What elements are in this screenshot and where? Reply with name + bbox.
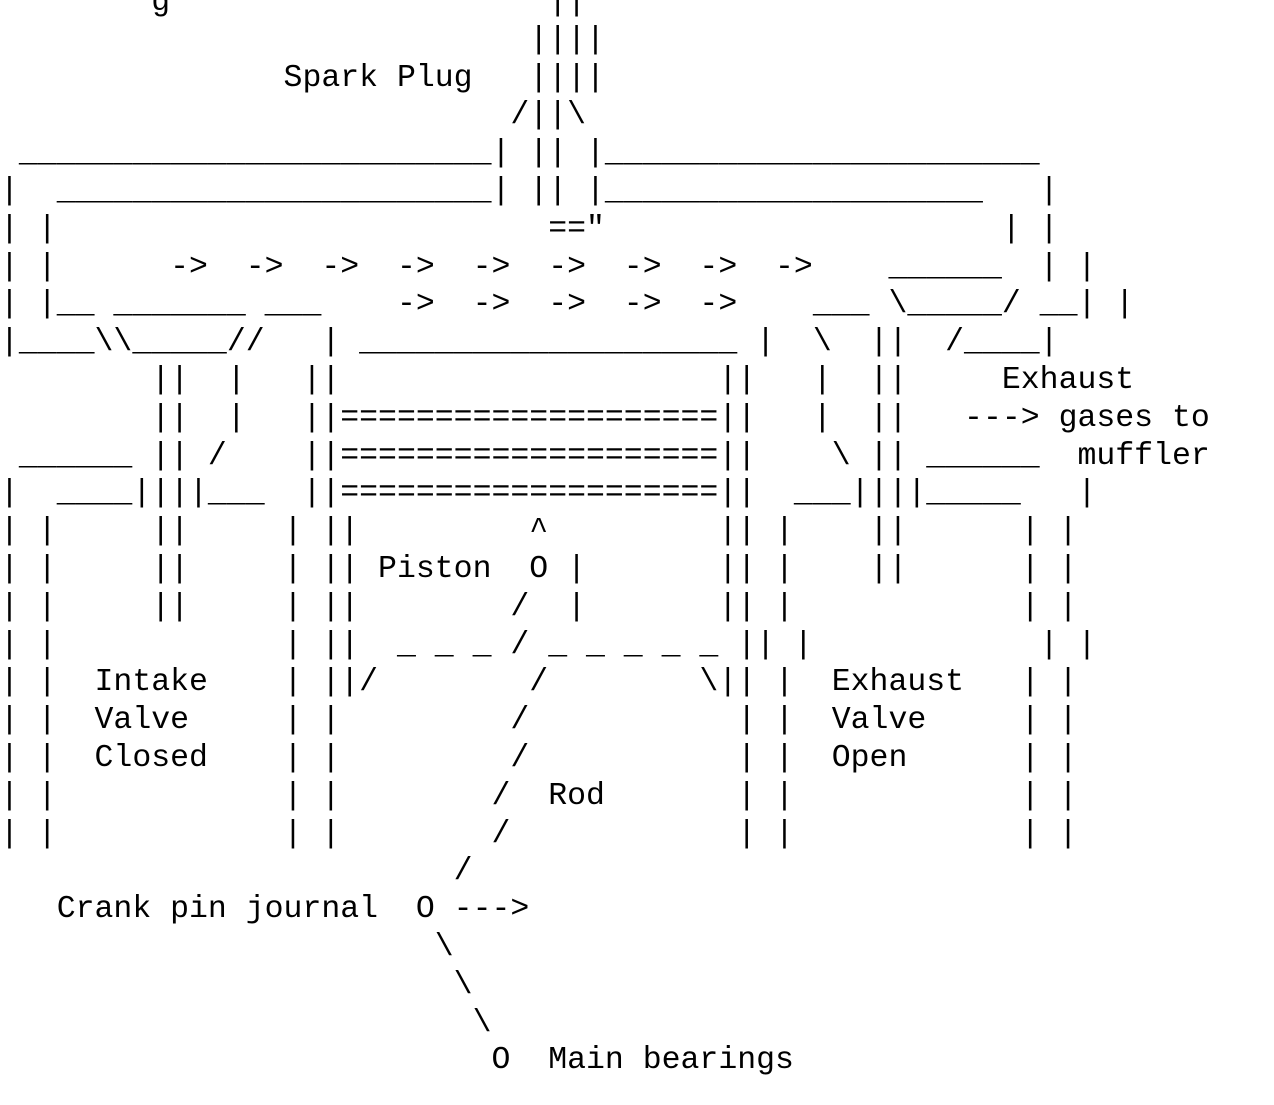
diagram-line: ______ || / ||====================|| \ |…: [0, 438, 1210, 476]
diagram-line: | ____||||___ ||====================|| _…: [0, 475, 1210, 513]
engine-cylinder-ascii-diagram: g || |||| Spark Plug |||| /||\ _________…: [0, 0, 1210, 1080]
diagram-line: || | || || | || Exhaust: [0, 362, 1210, 400]
diagram-line: Crank pin journal O --->: [0, 891, 1210, 929]
diagram-line: | | | | / | | | |: [0, 816, 1210, 854]
diagram-line: | _______________________| || |_________…: [0, 173, 1210, 211]
diagram-line: || | ||====================|| | || ---> …: [0, 400, 1210, 438]
diagram-line: g ||: [0, 0, 1210, 22]
diagram-line: | |__ _______ ___ -> -> -> -> -> ___ \__…: [0, 286, 1210, 324]
diagram-line: | | | || _ _ _ / _ _ _ _ _ || | | |: [0, 627, 1210, 665]
diagram-line: | | || | || ^ || | || | |: [0, 513, 1210, 551]
diagram-line: _________________________| || |_________…: [0, 135, 1210, 173]
diagram-line: | | -> -> -> -> -> -> -> -> -> ______ | …: [0, 249, 1210, 287]
diagram-line: \: [0, 929, 1210, 967]
diagram-line: | | | | / Rod | | | |: [0, 778, 1210, 816]
diagram-line: Spark Plug ||||: [0, 60, 1210, 98]
diagram-line: \: [0, 967, 1210, 1005]
diagram-line: | | Intake | ||/ / \|| | Exhaust | |: [0, 664, 1210, 702]
diagram-line: O Main bearings: [0, 1042, 1210, 1080]
diagram-line: | | || | || / | || | | |: [0, 589, 1210, 627]
diagram-line: |____\\_____// | ____________________ | …: [0, 324, 1210, 362]
diagram-line: /: [0, 853, 1210, 891]
diagram-line: \: [0, 1005, 1210, 1043]
diagram-line: | | Valve | | / | | Valve | |: [0, 702, 1210, 740]
diagram-line: | | || | || Piston O | || | || | |: [0, 551, 1210, 589]
diagram-line: | | Closed | | / | | Open | |: [0, 740, 1210, 778]
diagram-line: | | ==" | |: [0, 211, 1210, 249]
diagram-line: ||||: [0, 22, 1210, 60]
diagram-line: /||\: [0, 97, 1210, 135]
